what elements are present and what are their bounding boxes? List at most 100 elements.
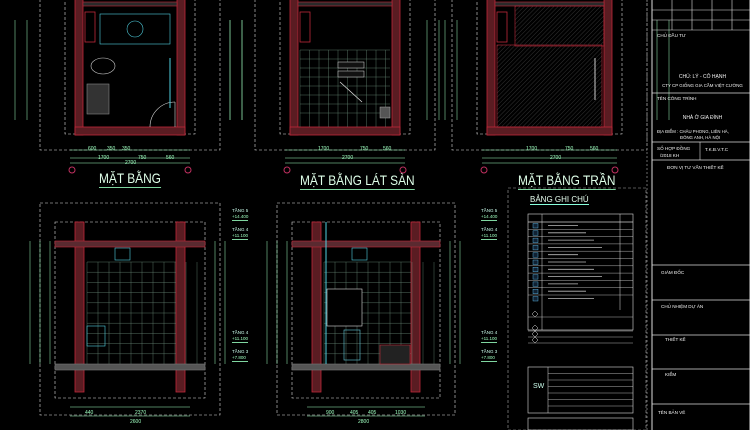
project-name: NHÀ Ở GIA ĐÌNH xyxy=(682,115,723,121)
contract-line-1: SỐ HỢP ĐỒNG xyxy=(657,146,691,151)
mirror xyxy=(326,288,363,327)
dim: 2370 xyxy=(135,410,147,416)
door-swing xyxy=(149,101,176,128)
director-label: GIÁM ĐỐC xyxy=(661,270,685,275)
wall xyxy=(74,0,84,136)
inner-dashed-boundary xyxy=(54,221,206,399)
dim-total: 2700 xyxy=(342,155,354,161)
slab xyxy=(54,240,206,248)
material-symbol xyxy=(532,274,539,280)
level-marker: TẦNG 4+11.100 xyxy=(232,227,249,240)
owner-company: CTY CP GIỐNG GIA CẦM VIỆT CƯỜNG xyxy=(662,83,743,88)
wall xyxy=(289,0,299,136)
legend-dashed-frame xyxy=(507,187,647,430)
sink-counter xyxy=(86,83,110,115)
slope-arrow xyxy=(339,81,363,103)
symbol-diamond xyxy=(531,330,539,338)
designer-label: THIẾT KẾ xyxy=(665,337,686,342)
dim-total: 2700 xyxy=(125,160,137,166)
floor-slab xyxy=(54,363,206,371)
dim-total: 2700 xyxy=(550,155,562,161)
level-marker: TẦNG 5+14.400 xyxy=(232,208,249,221)
sw-label: SW xyxy=(533,383,545,390)
sink xyxy=(86,325,106,347)
toilet xyxy=(90,57,116,75)
tag-box xyxy=(337,70,365,78)
project-manager-label: CHỦ NHIỆM DỰ ÁN xyxy=(661,304,704,309)
legend-title: BẢNG GHI CHÚ xyxy=(530,195,589,205)
drawing-name-label: TÊN BẢN VẼ xyxy=(658,410,686,415)
dim: 440 xyxy=(85,410,94,416)
dim: 1700 xyxy=(318,146,330,152)
column xyxy=(311,221,322,393)
bathtub xyxy=(99,13,171,45)
ceiling-plan-title: MẶT BẰNG TRẦN xyxy=(518,172,616,190)
owner-name: CHỦ: LÝ - CÔ HẠNH xyxy=(678,74,727,80)
material-symbol xyxy=(532,237,539,243)
material-symbol xyxy=(532,245,539,251)
grid-axis-bubble xyxy=(611,166,619,174)
dim: 405 xyxy=(350,410,359,416)
dim: 600 xyxy=(88,146,97,152)
shaft xyxy=(84,11,96,43)
location-line-2: ĐÔNG ANH, HÀ NỘI xyxy=(680,135,721,140)
dim: 750 xyxy=(360,146,369,152)
dim: 900 xyxy=(326,410,335,416)
design-stage: T.K.B.V.T.C xyxy=(705,147,729,152)
material-symbol xyxy=(532,252,539,258)
wall xyxy=(494,1,605,7)
outer-dashed-boundary xyxy=(39,202,221,416)
wall xyxy=(82,1,178,7)
material-symbol xyxy=(532,267,539,272)
dim: 560 xyxy=(590,146,599,152)
dim: 750 xyxy=(565,146,574,152)
shaft xyxy=(496,11,508,43)
title-block-frame xyxy=(651,0,750,430)
wall xyxy=(391,0,401,136)
wall xyxy=(297,1,393,7)
project-label: TÊN CÔNG TRÌNH xyxy=(657,96,697,101)
wall xyxy=(74,126,186,136)
bathtub-drain xyxy=(126,20,144,38)
inner-dashed-boundary xyxy=(291,221,441,399)
tag-box xyxy=(337,61,365,69)
inner-dashed-boundary xyxy=(64,0,196,135)
checker-label: KIỂM xyxy=(665,372,677,377)
material-symbol xyxy=(532,296,539,302)
material-table xyxy=(527,213,634,331)
dim: 560 xyxy=(383,146,392,152)
grid-axis-bubble xyxy=(399,166,407,174)
floor-plan-title: MẶT BẰNG xyxy=(99,170,161,188)
symbol-diamond xyxy=(531,310,539,318)
level-marker: TẦNG 4+11.100 xyxy=(232,330,249,343)
level-marker: TẦNG 3+7.800 xyxy=(481,349,498,362)
grid-axis-bubble xyxy=(283,166,291,174)
dim: 1700 xyxy=(526,146,538,152)
exhaust-fan xyxy=(114,247,131,261)
sw-table xyxy=(527,366,634,414)
column xyxy=(74,221,85,393)
consultant-label: ĐƠN VỊ TƯ VẤN THIẾT KẾ xyxy=(667,165,724,170)
material-symbol xyxy=(532,223,539,229)
wall xyxy=(486,0,496,136)
ceiling-hatch xyxy=(514,5,605,47)
notes-table xyxy=(527,417,634,430)
toilet xyxy=(343,329,361,361)
wall xyxy=(603,0,613,136)
dim: 350 xyxy=(107,146,116,152)
shaft xyxy=(299,11,311,43)
column xyxy=(410,221,421,393)
symbol-diamond xyxy=(531,336,539,344)
column xyxy=(175,221,186,393)
ceiling-hatch xyxy=(496,44,603,128)
exhaust-fan xyxy=(351,247,368,261)
grid-axis-bubble xyxy=(68,166,76,174)
dim: 1700 xyxy=(98,155,110,161)
level-marker: TẦNG 5+14.400 xyxy=(481,208,498,221)
contract-line-2: /2018 KH xyxy=(660,153,680,158)
material-symbol xyxy=(532,230,539,236)
dim: 750 xyxy=(138,155,147,161)
floor-drain xyxy=(379,106,391,119)
